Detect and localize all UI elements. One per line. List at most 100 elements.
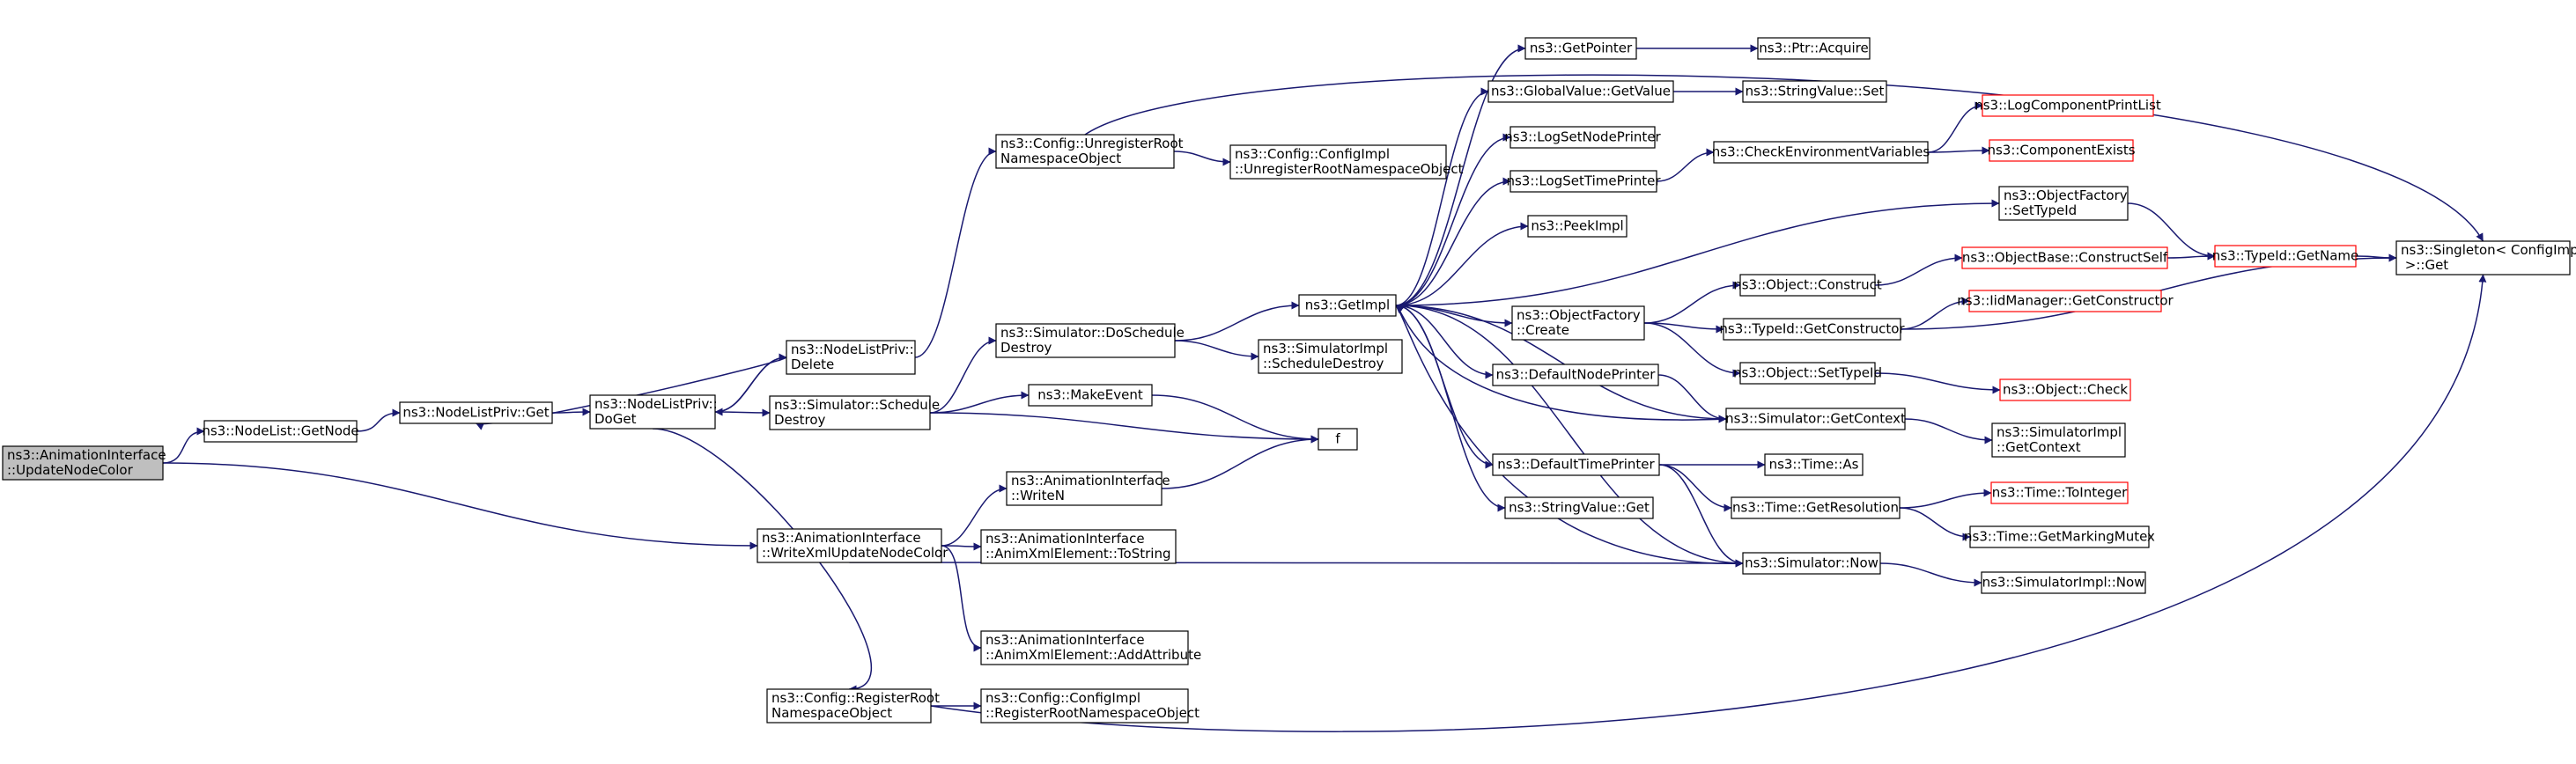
edge-n45-n44	[941, 484, 1008, 547]
edge-n8-n7	[929, 336, 997, 414]
node-n6[interactable]: ns3::Config::ConfigImpl::UnregisterRootN…	[1229, 144, 1464, 180]
node-label: ns3::Simulator::GetContext	[1725, 411, 1906, 427]
node-n8[interactable]: ns3::Simulator::ScheduleDestroy	[769, 395, 940, 430]
edge-n26-n27	[1643, 281, 1741, 324]
node-box	[980, 529, 1177, 564]
node-n5[interactable]: ns3::Config::UnregisterRootNamespaceObje…	[995, 134, 1184, 169]
node-n43[interactable]: ns3::SimulatorImpl::Now	[1981, 571, 2146, 594]
node-label: ns3::SimulatorImpl	[1997, 424, 2122, 440]
node-label: Destroy	[1000, 340, 1052, 356]
node-n23[interactable]: ns3::ObjectFactory::SetTypeId	[1998, 186, 2129, 221]
edge-n18-n19	[1656, 148, 1715, 182]
node-label: ns3::AnimationInterface	[985, 632, 1145, 648]
node-box	[1509, 126, 1656, 149]
node-box	[589, 394, 716, 430]
node-n39[interactable]: ns3::Time::ToInteger	[1990, 481, 2129, 504]
node-box	[1298, 294, 1397, 317]
node-n34[interactable]: ns3::Simulator::GetContext	[1725, 408, 1906, 430]
node-box	[1487, 80, 1674, 103]
edge-n12-n18	[1395, 177, 1511, 306]
node-n17[interactable]: ns3::LogSetNodePrinter	[1504, 126, 1662, 149]
node-n33[interactable]: ns3::DefaultNodePrinter	[1492, 364, 1659, 386]
node-n46[interactable]: ns3::AnimationInterface::AnimXmlElement:…	[980, 529, 1177, 564]
edge-layer	[162, 44, 2487, 732]
node-box	[1739, 362, 1876, 385]
node-n14[interactable]: ns3::Ptr::Acquire	[1757, 37, 1871, 60]
node-n10[interactable]: f	[1318, 428, 1358, 451]
node-box	[995, 134, 1175, 169]
node-n42[interactable]: ns3::Simulator::Now	[1742, 552, 1881, 575]
edge-n3-n8	[714, 408, 771, 417]
node-n36[interactable]: ns3::DefaultTimePrinter	[1492, 453, 1660, 476]
node-box	[1318, 428, 1358, 451]
node-label: ns3::ObjectFactory	[1517, 307, 1641, 323]
node-n21[interactable]: ns3::ComponentExists	[1987, 139, 2136, 162]
edge-n27-n28	[1874, 253, 1963, 286]
node-n11[interactable]: ns3::SimulatorImpl::ScheduleDestroy	[1258, 339, 1403, 374]
node-label: ::Create	[1517, 322, 1569, 338]
node-box	[1757, 37, 1871, 60]
node-box	[1742, 552, 1881, 575]
node-n48[interactable]: ns3::Config::RegisterRootNamespaceObject	[766, 688, 940, 724]
node-n2[interactable]: ns3::NodeListPriv::Get	[399, 401, 553, 424]
node-label: ::GetContext	[1997, 439, 2081, 455]
edge-n23-n24	[2127, 202, 2216, 261]
node-box	[1511, 305, 1645, 341]
node-label: ns3::Time::As	[1769, 457, 1859, 473]
node-label: NamespaceObject	[771, 705, 892, 721]
node-label: >::Get	[2401, 257, 2448, 273]
node-n4[interactable]: ns3::NodeListPriv::Delete	[786, 340, 916, 375]
node-n38[interactable]: ns3::Time::GetResolution	[1731, 496, 1901, 519]
node-n12[interactable]: ns3::GetImpl	[1298, 294, 1397, 317]
node-n26[interactable]: ns3::ObjectFactory::Create	[1511, 305, 1645, 341]
node-box	[769, 395, 931, 430]
edge-n12-n15	[1395, 87, 1489, 306]
node-label: ns3::Simulator::Now	[1745, 555, 1878, 571]
node-n49[interactable]: ns3::Config::ConfigImpl::RegisterRootNam…	[980, 688, 1199, 724]
node-label: ns3::GetImpl	[1305, 298, 1390, 313]
node-n29[interactable]: ns3::TypeId::GetConstructor	[1719, 318, 1905, 341]
node-n20[interactable]: ns3::LogComponentPrintList	[1974, 94, 2161, 117]
node-box	[766, 688, 932, 724]
node-n25[interactable]: ns3::Singleton< ConfigImpl >::Get	[2395, 240, 2576, 275]
node-n0[interactable]: ns3::AnimationInterface::UpdateNodeColor	[2, 445, 166, 481]
node-n28[interactable]: ns3::ObjectBase::ConstructSelf	[1961, 246, 2168, 269]
node-label: ns3::AnimationInterface	[762, 530, 921, 546]
edge-n4-n3	[714, 356, 787, 416]
node-label: ::UpdateNodeColor	[7, 462, 134, 478]
node-label: ns3::SimulatorImpl::Now	[1982, 575, 2145, 591]
node-n13[interactable]: ns3::GetPointer	[1524, 37, 1637, 60]
node-n37[interactable]: ns3::Time::As	[1764, 453, 1864, 476]
node-label: ns3::ComponentExists	[1987, 143, 2135, 158]
node-n41[interactable]: ns3::StringValue::Get	[1504, 496, 1654, 519]
node-label: ns3::Simulator::Schedule	[774, 397, 940, 413]
node-n40[interactable]: ns3::Time::GetMarkingMutex	[1964, 525, 2155, 548]
node-label: ns3::Object::Check	[2003, 382, 2128, 398]
node-label: ::WriteN	[1011, 488, 1065, 503]
node-label: ::AnimXmlElement::ToString	[985, 546, 1170, 562]
edge-n7-n12	[1174, 301, 1300, 342]
node-n32[interactable]: ns3::Object::Check	[1999, 378, 2131, 401]
node-n19[interactable]: ns3::CheckEnvironmentVariables	[1712, 141, 1930, 164]
node-n15[interactable]: ns3::GlobalValue::GetValue	[1487, 80, 1674, 103]
node-n22[interactable]: ns3::PeekImpl	[1527, 215, 1628, 238]
edge-n12-n13	[1395, 44, 1526, 306]
node-n44[interactable]: ns3::AnimationInterface::WriteN	[1006, 471, 1170, 506]
node-n9[interactable]: ns3::MakeEvent	[1028, 384, 1153, 407]
node-n16[interactable]: ns3::StringValue::Set	[1742, 80, 1887, 103]
node-n31[interactable]: ns3::Object::SetTypeId	[1733, 362, 1882, 385]
node-n30[interactable]: ns3::IidManager::GetConstructor	[1957, 290, 2174, 312]
edge-n36-n38	[1658, 464, 1732, 512]
node-n24[interactable]: ns3::TypeId::GetName	[2212, 245, 2358, 268]
node-label: Destroy	[774, 412, 825, 428]
node-n27[interactable]: ns3::Object::Construct	[1733, 274, 1882, 297]
node-n35[interactable]: ns3::SimulatorImpl::GetContext	[1991, 422, 2126, 458]
node-n45[interactable]: ns3::AnimationInterface::WriteXmlUpdateN…	[757, 528, 948, 563]
node-label: ns3::StringValue::Set	[1746, 84, 1885, 99]
node-n1[interactable]: ns3::NodeList::GetNode	[202, 420, 359, 443]
node-box	[995, 323, 1176, 358]
node-n18[interactable]: ns3::LogSetTimePrinter	[1506, 170, 1661, 193]
node-n47[interactable]: ns3::AnimationInterface::AnimXmlElement:…	[980, 630, 1201, 665]
node-n3[interactable]: ns3::NodeListPriv::DoGet	[589, 394, 718, 430]
